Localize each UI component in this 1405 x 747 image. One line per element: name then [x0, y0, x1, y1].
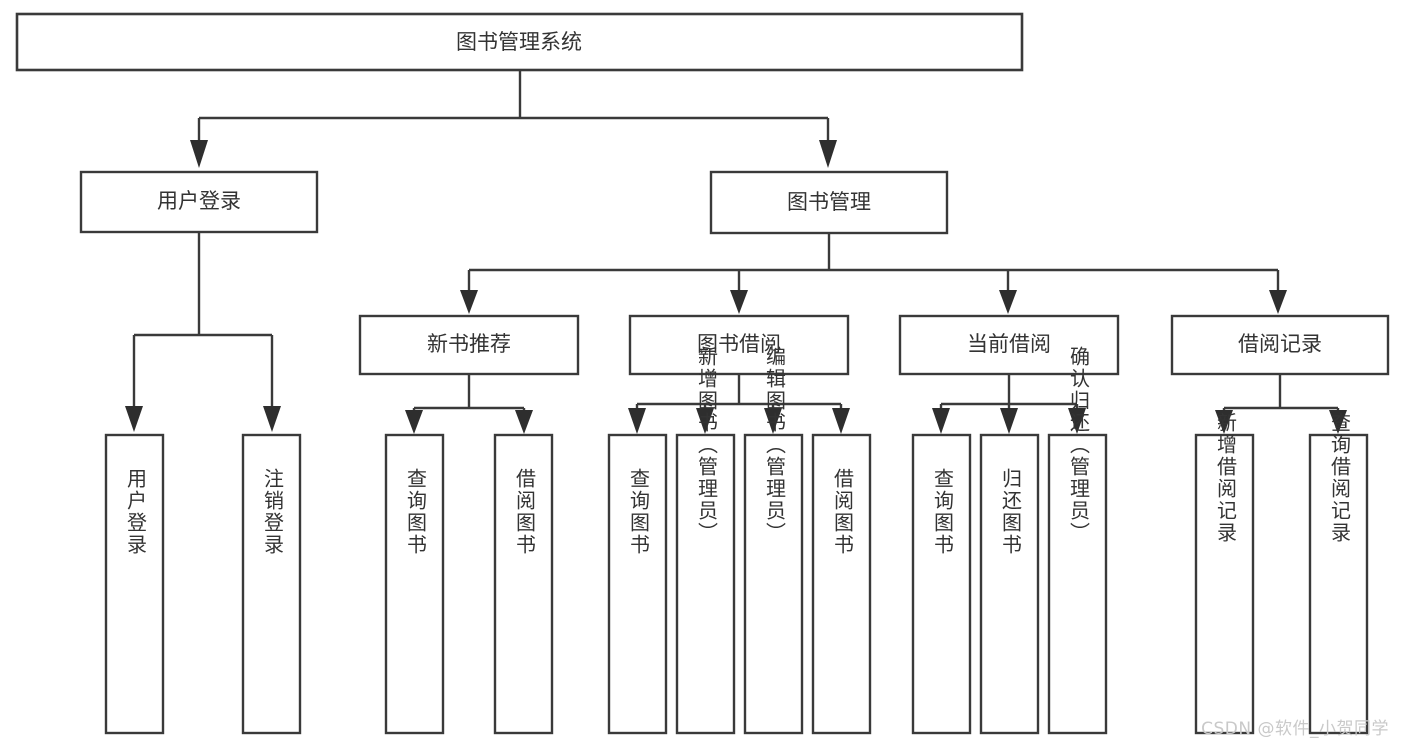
leaf-br-query-label: 查询借阅记录	[1328, 412, 1352, 544]
leaf-br-add-box[interactable]	[1194, 433, 1255, 735]
leaf-node-br-add-record[interactable]: 新增借阅记录	[1194, 412, 1255, 735]
leaf-bb-borrow-box[interactable]	[811, 433, 872, 735]
leaf-cb-return-label: 归还图书	[999, 468, 1023, 556]
leaf-node-bb-edit-book[interactable]: 编辑图书（管理员）	[743, 346, 804, 735]
new-book-recommend-box[interactable]	[358, 314, 580, 376]
leaf-node-cb-confirm-return[interactable]: 确认归还（管理员）	[1047, 346, 1108, 735]
user-login-label: 用户登录	[157, 189, 241, 213]
arrow-head-leaf-logout	[263, 406, 281, 432]
leaf-br-query-box[interactable]	[1308, 433, 1369, 735]
arrow-head-leaf-user-login	[125, 406, 143, 432]
arrow-head-bb-edit	[764, 408, 782, 434]
leaf-node-nb-query-book[interactable]: 查询图书	[384, 433, 445, 735]
arrow-head-cb-query	[932, 408, 950, 434]
leaf-nb-query-label: 查询图书	[404, 468, 428, 556]
leaf-node-user-login[interactable]: 用户登录	[104, 433, 165, 735]
leaf-nb-borrow-label: 借阅图书	[513, 468, 537, 556]
leaf-user-login-label: 用户登录	[124, 468, 148, 556]
leaf-bb-query-label: 查询图书	[627, 468, 651, 556]
leaf-cb-confirm-box[interactable]	[1047, 433, 1108, 735]
current-borrow-box[interactable]	[898, 314, 1120, 376]
borrow-record-label: 借阅记录	[1238, 332, 1322, 356]
leaf-logout-label: 注销登录	[261, 468, 285, 556]
leaf-nb-borrow-box[interactable]	[493, 433, 554, 735]
csdn-watermark: CSDN @软件_小贺同学	[1201, 719, 1389, 739]
leaf-cb-confirm-label: 确认归还（管理员）	[1067, 346, 1091, 544]
borrow-record-box[interactable]	[1170, 314, 1390, 376]
leaf-bb-add-label: 新增图书（管理员）	[695, 346, 719, 544]
leaf-node-bb-borrow-book[interactable]: 借阅图书	[811, 433, 872, 735]
leaf-br-add-label: 新增借阅记录	[1214, 412, 1238, 544]
leaf-cb-query-box[interactable]	[911, 433, 972, 735]
book-borrow-box[interactable]	[628, 314, 850, 376]
leaf-bb-add-box[interactable]	[675, 433, 736, 735]
leaf-bb-query-box[interactable]	[607, 433, 668, 735]
leaf-cb-return-box[interactable]	[979, 433, 1040, 735]
arrow-head-current-borrow	[999, 290, 1017, 314]
leaf-nb-query-box[interactable]	[384, 433, 445, 735]
arrow-head-user-login	[190, 140, 208, 168]
node-root[interactable]: 图书管理系统	[15, 12, 1024, 72]
node-book-borrow[interactable]: 图书借阅	[628, 314, 850, 376]
node-book-management[interactable]: 图书管理	[709, 170, 949, 235]
arrow-head-bb-query	[628, 408, 646, 434]
arrow-head-cb-return	[1000, 408, 1018, 434]
leaf-bb-edit-box[interactable]	[743, 433, 804, 735]
root-label: 图书管理系统	[456, 30, 582, 54]
leaf-node-nb-borrow-book[interactable]: 借阅图书	[493, 433, 554, 735]
current-borrow-label: 当前借阅	[967, 332, 1051, 356]
arrow-head-nb-query	[405, 410, 423, 434]
leaf-node-br-query-record[interactable]: 查询借阅记录	[1308, 412, 1369, 735]
leaf-node-cb-return-book[interactable]: 归还图书	[979, 433, 1040, 735]
arrow-head-br-query	[1329, 410, 1347, 434]
node-new-book-recommend[interactable]: 新书推荐	[358, 314, 580, 376]
leaf-node-cb-query-book[interactable]: 查询图书	[911, 433, 972, 735]
arrow-head-bb-add	[696, 408, 714, 434]
leaf-logout-box[interactable]	[241, 433, 302, 735]
book-management-label: 图书管理	[787, 190, 871, 214]
arrow-head-book-borrow	[730, 290, 748, 314]
leaf-user-login-box[interactable]	[104, 433, 165, 735]
arrow-head-br-add	[1215, 410, 1233, 434]
node-borrow-record[interactable]: 借阅记录	[1170, 314, 1390, 376]
leaf-node-bb-query-book[interactable]: 查询图书	[607, 433, 668, 735]
arrow-head-book-mgmt	[819, 140, 837, 168]
arrow-head-borrow-record	[1269, 290, 1287, 314]
arrow-head-nb-borrow	[515, 410, 533, 434]
leaf-cb-query-label: 查询图书	[931, 468, 955, 556]
arrow-head-cb-confirm	[1068, 408, 1086, 434]
book-borrow-label: 图书借阅	[697, 332, 781, 356]
leaf-node-bb-add-book[interactable]: 新增图书（管理员）	[675, 346, 736, 735]
leaf-bb-borrow-label: 借阅图书	[831, 468, 855, 556]
node-user-login[interactable]: 用户登录	[79, 170, 319, 234]
leaf-node-logout[interactable]: 注销登录	[241, 433, 302, 735]
new-book-recommend-label: 新书推荐	[427, 332, 511, 356]
node-current-borrow[interactable]: 当前借阅	[898, 314, 1120, 376]
arrow-head-bb-borrow	[832, 408, 850, 434]
root-box[interactable]	[15, 12, 1024, 72]
book-management-box[interactable]	[709, 170, 949, 235]
arrow-head-new-book-rec	[460, 290, 478, 314]
leaf-bb-edit-label: 编辑图书（管理员）	[763, 346, 787, 544]
